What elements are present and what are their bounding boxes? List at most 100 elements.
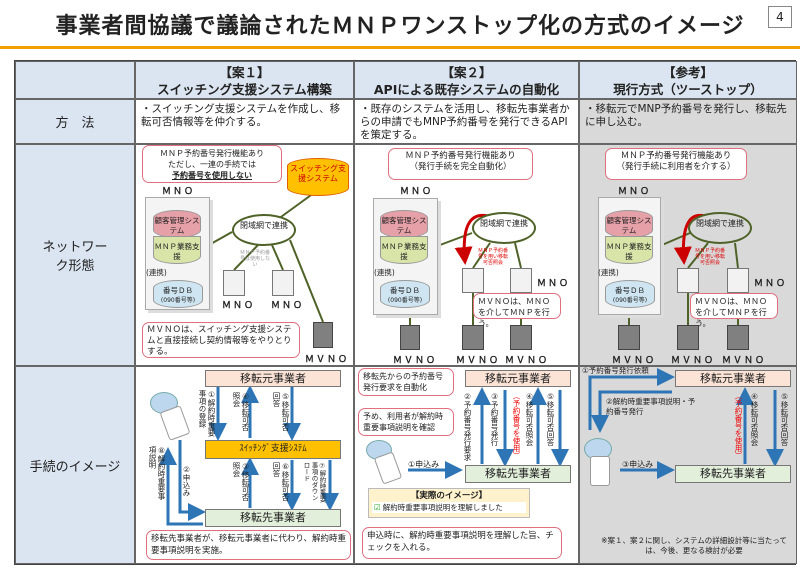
mno-label: ＭＮＯ (618, 187, 652, 197)
mno-box (677, 268, 699, 293)
callout-text: ＭＮＰ予約番号発行機能あり (620, 151, 732, 161)
actual-image-box: 【実際のイメージ】 ☑解約時重要事項説明を理解しました (368, 488, 530, 518)
db-sub: (090番号等) (160, 297, 196, 304)
mno-box (727, 268, 749, 293)
step-label: ⑦解約時重要事項のダウンロード (302, 462, 326, 503)
page-title: 事業者間協議で議論されたＭＮＰワンストップ化の方式のイメージ (55, 14, 745, 39)
header-reference: 【参考】現行方式（ツーストップ） (579, 61, 797, 99)
db-label: 番号ＤＢ (163, 286, 193, 295)
network-plan2 (354, 144, 579, 366)
header-title: 現行方式（ツーストップ） (613, 82, 763, 97)
mnp-support-cylinder: ＭＮＰ業務支援 (605, 236, 653, 264)
step-label: ⑤移転可否回答 (546, 392, 555, 446)
callout-mvno: ＭＶＮＯは、スイッチング支援システムと直接接続し契約情報等をやりとりする。 (142, 322, 300, 358)
mvno-label: ＭＶＮＯ (612, 356, 657, 366)
method-plan2: ・既存のシステムを活用し、移転先事業者からの申請でもMNP予約番号を発行できるA… (354, 99, 579, 144)
header-tag: 【案２】 (441, 65, 492, 80)
step-label: ④移転可否照会 (750, 392, 759, 446)
mno-label: ＭＮＯ (162, 187, 196, 197)
customer-system-cylinder: 顧客管理システム (153, 210, 201, 238)
link-line (233, 244, 259, 271)
closed-network: 閉域網で連携 (232, 214, 296, 246)
note-small: ＭＮＰ予約番号は使用しない (240, 250, 271, 268)
callout-mno-function: ＭＮＰ予約番号発行機能あり（発行手続に利用者を介する） (605, 148, 747, 180)
mvno-label: ＭＶＮＯ (671, 356, 716, 366)
actual-image-title: 【実際のイメージ】 (410, 491, 488, 501)
step-label: ③予約番号発行 (490, 392, 499, 446)
link-line (514, 242, 522, 269)
renkei-label: (連携) (374, 268, 395, 277)
step-label: ③移転可否照会 (232, 462, 250, 501)
header-tag: 【参考】 (662, 65, 713, 80)
destination-carrier-box: 移転先事業者 (465, 465, 571, 483)
title-divider (0, 46, 800, 49)
step-label: ①申込み (408, 460, 440, 469)
network-plan1 (135, 144, 354, 366)
method-plan1: ・スイッチング支援システムを作成し、移転可否情報等を仲介する。 (135, 99, 354, 144)
link-line (734, 242, 739, 269)
header-title: APIによる既存システムの自動化 (373, 82, 560, 97)
mno-label: ＭＮＯ (537, 279, 571, 289)
corner-cell (15, 61, 135, 99)
mno-box (462, 268, 484, 293)
header-title: スイッチング支援システム構築 (157, 82, 332, 97)
header-plan1: 【案１】スイッチング支援システム構築 (135, 61, 354, 99)
header-tag: 【案１】 (219, 65, 270, 80)
step-arrow (178, 440, 206, 521)
callout-mno-function: ＭＮＰ予約番号発行機能ありただし、一連の手続では予約番号を使用しない (142, 145, 282, 183)
mno-box (223, 270, 245, 296)
customer-system-cylinder: 顧客管理システム (380, 210, 428, 238)
mno-label: ＭＮＯ (400, 187, 434, 197)
link-line (289, 239, 324, 323)
renkei-label: (連携) (146, 268, 167, 277)
footnote: ※案１、案２に関し、システムの詳細設計等に当たっては、今後、更なる検討が必要 (601, 536, 787, 555)
step-label: ⑧解約時重要事項説明 (148, 446, 166, 500)
db-sub: (090番号等) (612, 297, 648, 304)
callout-pre-confirm: 予め、利用者が解約時重要事項説明を確認 (358, 408, 454, 436)
note-small: ＭＮＰ予約番号を用い移転可否照会 (478, 248, 509, 266)
row-label-procedure: 手続のイメージ (15, 366, 135, 564)
step-label: ⑤移転可否回答 (272, 392, 290, 431)
row-label-method: 方 法 (15, 99, 135, 144)
step-label: ④移転可否照会 (525, 392, 534, 446)
mvno-label: ＭＶＮＯ (456, 356, 501, 366)
note-small: ＭＮＰ予約番号を用い移転可否照会 (695, 248, 726, 266)
number-db-cylinder: 番号ＤＢ (090番号等) (153, 280, 203, 308)
mno-label: ＭＮＯ (271, 301, 305, 311)
callout-text: 予約番号を使用しない (172, 171, 252, 180)
mvno-box (400, 325, 420, 350)
mvno-label: ＭＶＮＯ (305, 355, 350, 365)
callout-plan1-summary: 移転先事業者が、移転元事業者に代わり、解約時重要事項説明を実施。 (146, 530, 351, 560)
step-label: ②申込み (182, 465, 191, 497)
step-label: ⑥移転可否回答 (272, 462, 290, 501)
link-line (271, 244, 284, 271)
mnp-support-cylinder: ＭＮＰ業務支援 (380, 236, 428, 264)
source-carrier-box: 移転元事業者 (675, 370, 791, 387)
customer-system-cylinder: 顧客管理システム (605, 210, 653, 238)
step-label: ③申込み (622, 460, 654, 469)
mno-label: ＭＮＯ (222, 301, 256, 311)
step-label: ②予約番号発行要求 (463, 392, 472, 461)
link-line (472, 242, 491, 269)
switching-system-box: ｽｲｯﾁﾝｸﾞ支援ｼｽﾃﾑ (205, 440, 341, 459)
step-label: ⑤移転可否回答 (780, 392, 789, 446)
step-label: ①解約時重要事項の登録 (198, 390, 216, 437)
mvno-box (677, 325, 699, 350)
checkbox-checked-icon[interactable]: ☑ (374, 503, 381, 512)
db-label: 番号ＤＢ (390, 286, 420, 295)
callout-text: （発行手続を完全自動化） (409, 162, 512, 172)
callout-mvno: ＭＶＮＯは、ＭＮＯを介してＭＮＰを行う。 (473, 293, 561, 328)
source-carrier-box: 移転元事業者 (205, 370, 341, 387)
callout-mno-function: ＭＮＰ予約番号発行機能あり（発行手続を完全自動化） (388, 148, 533, 180)
mno-label: ＭＮＯ (754, 279, 788, 289)
callout-automation: 移転先からの予約番号発行要求を自動化 (358, 368, 454, 396)
number-db-cylinder: 番号ＤＢ(090番号等) (380, 280, 430, 308)
page-number: 4 (768, 6, 792, 28)
link-line (439, 232, 473, 246)
mvno-box (618, 325, 640, 350)
row-label-network: ネットワーク形態 (15, 144, 135, 366)
db-label: 番号ＤＢ (615, 286, 645, 295)
mvno-box (510, 325, 532, 350)
step-label: ④移転可否照会 (232, 392, 250, 431)
step-label: ①予約番号発行依頼 (582, 366, 649, 375)
